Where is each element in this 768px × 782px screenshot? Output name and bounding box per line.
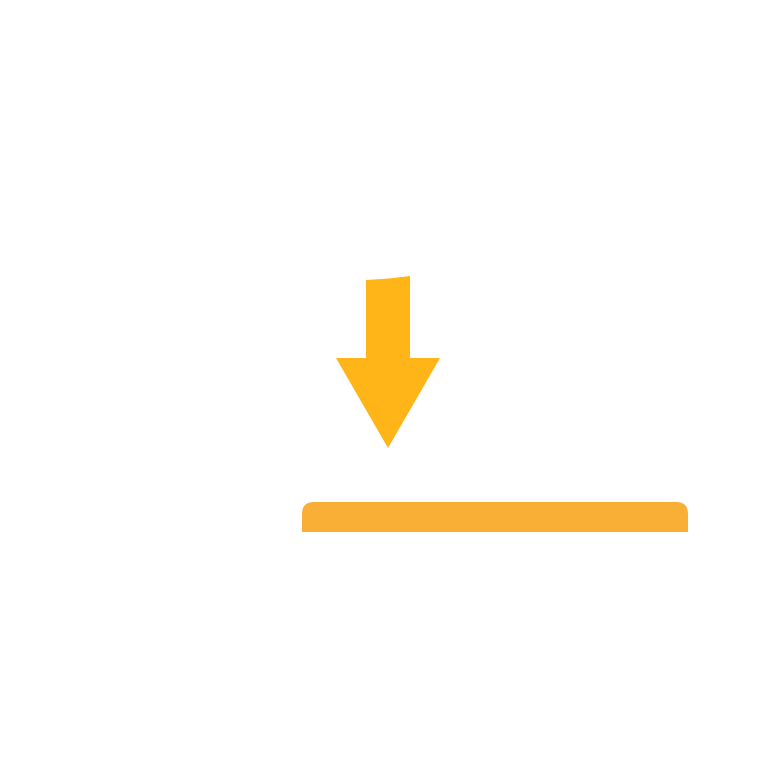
arrow-shape [336, 276, 440, 448]
orange-bar [302, 502, 688, 532]
download-arrow-icon [336, 276, 440, 448]
